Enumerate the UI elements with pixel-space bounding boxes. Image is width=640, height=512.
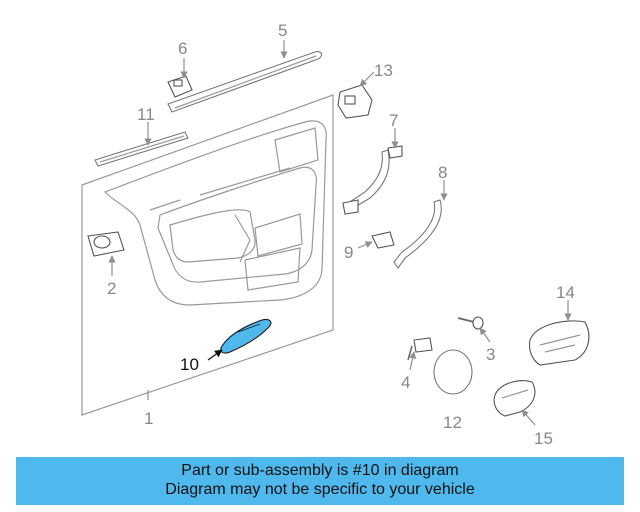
part-13-bracket bbox=[337, 84, 373, 119]
callout-labels: 1 2 3 4 5 6 7 8 9 10 11 12 13 14 15 bbox=[107, 21, 575, 448]
banner-line-2: Diagram may not be specific to your vehi… bbox=[165, 481, 475, 498]
callout-11: 11 bbox=[137, 105, 155, 124]
part-8-strip bbox=[393, 199, 442, 269]
door-trim-panel bbox=[81, 94, 334, 416]
callout-2: 2 bbox=[107, 279, 116, 298]
part-12-seal bbox=[433, 349, 473, 395]
callout-14: 14 bbox=[556, 283, 575, 302]
part-14-handle bbox=[528, 320, 590, 366]
callout-4: 4 bbox=[401, 373, 410, 392]
part-5-strip bbox=[167, 51, 323, 113]
part-9-clip bbox=[371, 231, 395, 249]
callout-7: 7 bbox=[389, 111, 398, 130]
callout-5: 5 bbox=[278, 21, 287, 40]
part-11-molding bbox=[94, 131, 189, 167]
part-6-clip bbox=[167, 75, 193, 98]
part-15-bezel bbox=[493, 380, 536, 417]
callout-1: 1 bbox=[144, 409, 153, 428]
part-7-rod bbox=[342, 145, 403, 215]
part-4-pin bbox=[407, 337, 433, 361]
part-2-button bbox=[87, 231, 125, 257]
callout-10[interactable]: 10 bbox=[180, 355, 199, 374]
callout-3: 3 bbox=[486, 345, 495, 364]
callout-13: 13 bbox=[374, 61, 393, 80]
callout-6: 6 bbox=[178, 39, 187, 58]
parts-diagram: 1 2 3 4 5 6 7 8 9 10 11 12 13 14 15 bbox=[81, 21, 590, 448]
leader-arrows bbox=[108, 40, 572, 426]
info-banner: Part or sub-assembly is #10 in diagram D… bbox=[16, 457, 624, 505]
callout-8: 8 bbox=[438, 163, 447, 182]
banner-line-1: Part or sub-assembly is #10 in diagram bbox=[181, 462, 459, 479]
part-3-screw bbox=[457, 316, 484, 330]
callout-12: 12 bbox=[443, 413, 462, 432]
callout-15: 15 bbox=[534, 429, 553, 448]
part-10-highlighted[interactable] bbox=[220, 318, 272, 354]
callout-9: 9 bbox=[344, 243, 353, 262]
